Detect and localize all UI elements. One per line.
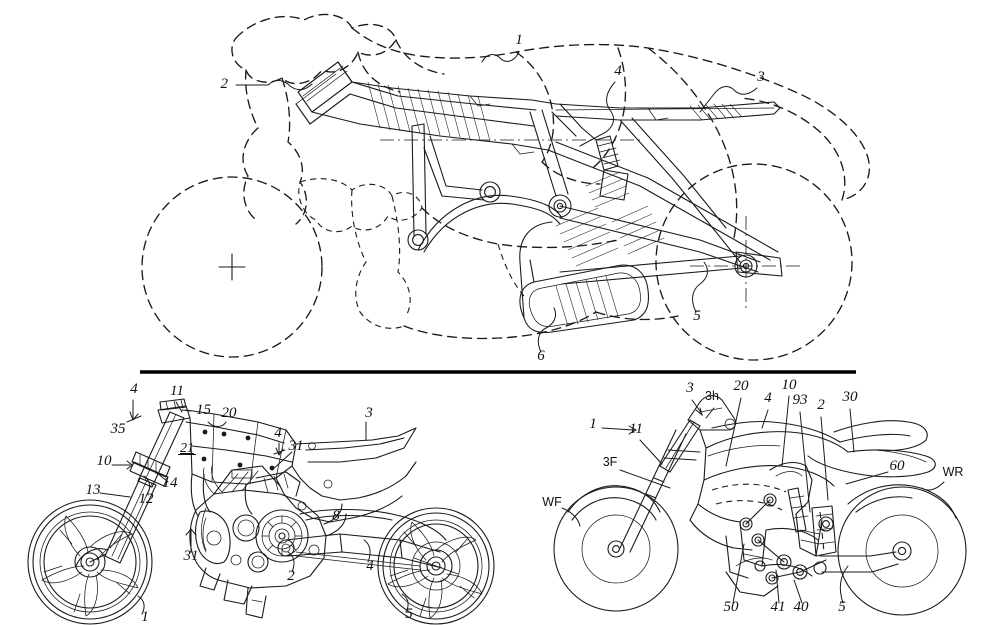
- reference-numeral: 6: [537, 348, 545, 364]
- reference-numeral: 50: [724, 599, 740, 615]
- rear-wheel-br: [819, 484, 967, 616]
- front-wheel-center-crosshair: [218, 253, 246, 281]
- reference-numeral: 3h: [705, 389, 719, 403]
- reference-numeral: 2: [221, 76, 229, 92]
- front-wheel-br: [553, 485, 679, 612]
- reference-numeral: 1: [141, 609, 149, 625]
- reference-numeral: 2: [287, 568, 295, 584]
- reference-numeral: 3: [364, 405, 373, 421]
- reference-numeral: 41: [771, 599, 786, 615]
- fig-top: [141, 13, 871, 361]
- reference-numeral: WR: [943, 465, 964, 479]
- reference-numeral: 20: [734, 378, 750, 394]
- reference-numeral: 5: [405, 606, 413, 622]
- fig-bottom-left: [27, 398, 495, 625]
- reference-numeral: 4: [764, 390, 772, 406]
- reference-numeral: 93: [793, 392, 808, 408]
- fig-br-callouts: [561, 395, 945, 604]
- reference-numeral: 31: [288, 438, 304, 454]
- reference-numeral: 30: [842, 389, 859, 405]
- reference-numeral: 11: [170, 383, 184, 399]
- front-fork-br: [619, 395, 737, 553]
- reference-numeral: 4: [274, 425, 282, 441]
- reference-numeral: 10: [782, 377, 798, 393]
- reference-numeral: 12: [139, 491, 155, 507]
- fig-bottom-right: [553, 395, 967, 616]
- reference-numeral: 1: [589, 416, 597, 432]
- reference-numeral: 5: [838, 599, 846, 615]
- reference-numeral: 3: [756, 69, 765, 85]
- fig-top-callouts: [235, 51, 758, 353]
- reference-numeral: 5: [693, 308, 701, 324]
- reference-numeral: 1: [515, 32, 523, 48]
- front-wheel-bl: [27, 499, 153, 625]
- reference-numeral: 8: [332, 508, 340, 524]
- reference-numeral: 14: [163, 475, 179, 491]
- reference-numeral: 31: [183, 548, 199, 564]
- frame-bl: [185, 409, 297, 517]
- reference-numeral: 4: [614, 63, 622, 79]
- reference-numeral: 13: [86, 482, 101, 498]
- reference-numeral: 60: [890, 458, 906, 474]
- reference-numeral: 21: [180, 441, 194, 456]
- reference-numeral: 2: [817, 397, 825, 413]
- reference-numeral: 3: [685, 380, 694, 396]
- reference-numeral: 10: [97, 453, 113, 469]
- reference-numeral: 15: [196, 402, 212, 418]
- reference-numeral: 40: [794, 599, 810, 615]
- rear-wheel-bl: [377, 507, 495, 625]
- fig-bl-callouts: [99, 399, 409, 615]
- reference-numeral: WF: [542, 495, 562, 509]
- reference-numeral: 11: [629, 421, 643, 437]
- reference-numeral: 35: [110, 421, 127, 437]
- reference-numeral: 4: [366, 558, 374, 574]
- body-br: [689, 420, 936, 579]
- reference-numeral: 20: [222, 405, 238, 421]
- reference-numeral: 4: [130, 381, 138, 397]
- reference-numeral: 3F: [603, 455, 618, 469]
- tail-body-bl: [275, 427, 447, 571]
